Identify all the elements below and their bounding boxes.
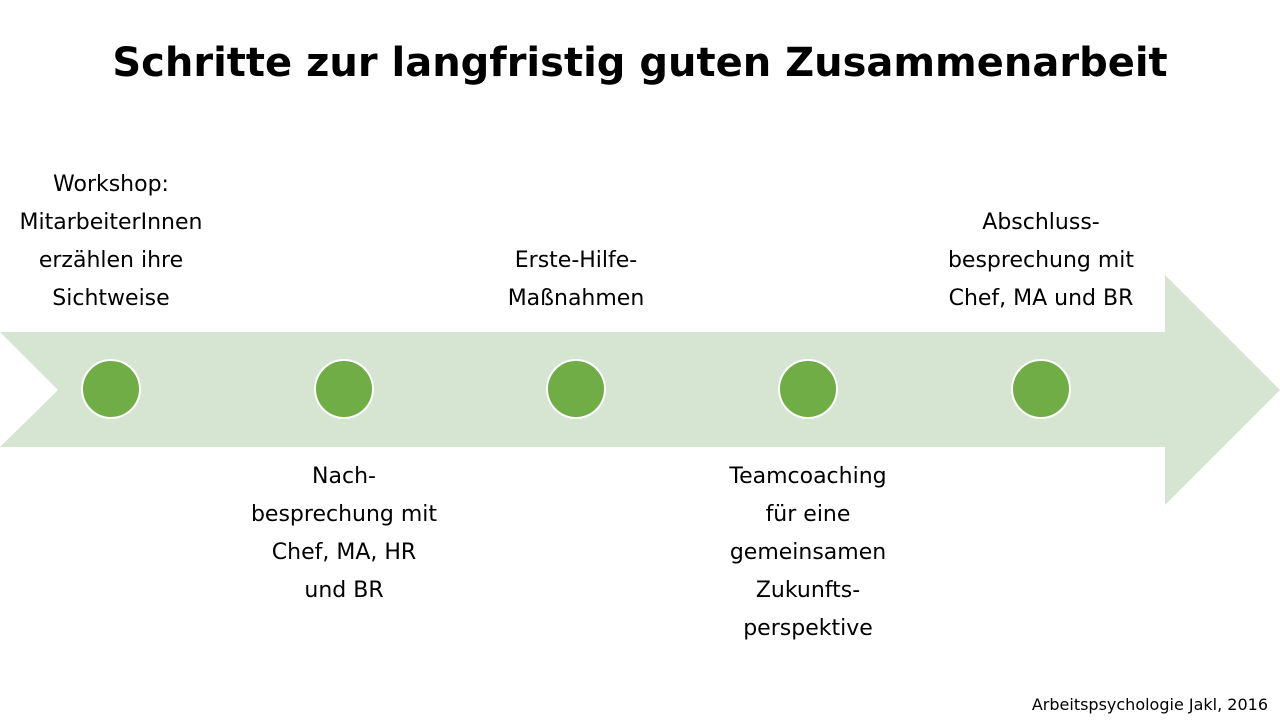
slide-title: Schritte zur langfristig guten Zusammena… (112, 40, 1168, 86)
step-label-line: Workshop: (53, 172, 169, 197)
step-label-line: Chef, MA, HR (271, 540, 417, 565)
timeline-dots (81, 359, 1071, 419)
step-dot-2 (314, 359, 374, 419)
step-label-line: Zukunfts- (755, 578, 861, 603)
step-label-line: Chef, MA und BR (948, 286, 1134, 311)
step-label-line: gemeinsamen (729, 540, 887, 565)
step-label-line: Nach- (312, 464, 376, 489)
step-dot-3 (546, 359, 606, 419)
step-label-line: besprechung mit (947, 248, 1135, 273)
step-label-line: und BR (304, 578, 384, 603)
footer-credit: Arbeitspsychologie Jakl, 2016 (1031, 695, 1268, 714)
step-label-line: erzählen ihre (38, 248, 184, 273)
step-label-line: Teamcoaching (729, 464, 887, 489)
timeline-arrow (0, 275, 1280, 505)
step-label-line: perspektive (743, 616, 873, 641)
step-dot-1 (81, 359, 141, 419)
step-label-line: für eine (765, 502, 851, 527)
step-label-line: Maßnahmen (507, 286, 645, 311)
step-label-line: Abschluss- (982, 210, 1100, 235)
step-label-line: MitarbeiterInnen (19, 210, 203, 235)
step-label-3: Erste-Hilfe- Maßnahmen (456, 242, 696, 318)
step-label-line: besprechung mit (250, 502, 438, 527)
step-label-line: Sichtweise (52, 286, 170, 311)
step-dot-5 (1011, 359, 1071, 419)
step-dot-4 (778, 359, 838, 419)
step-label-line: Erste-Hilfe- (514, 248, 638, 273)
